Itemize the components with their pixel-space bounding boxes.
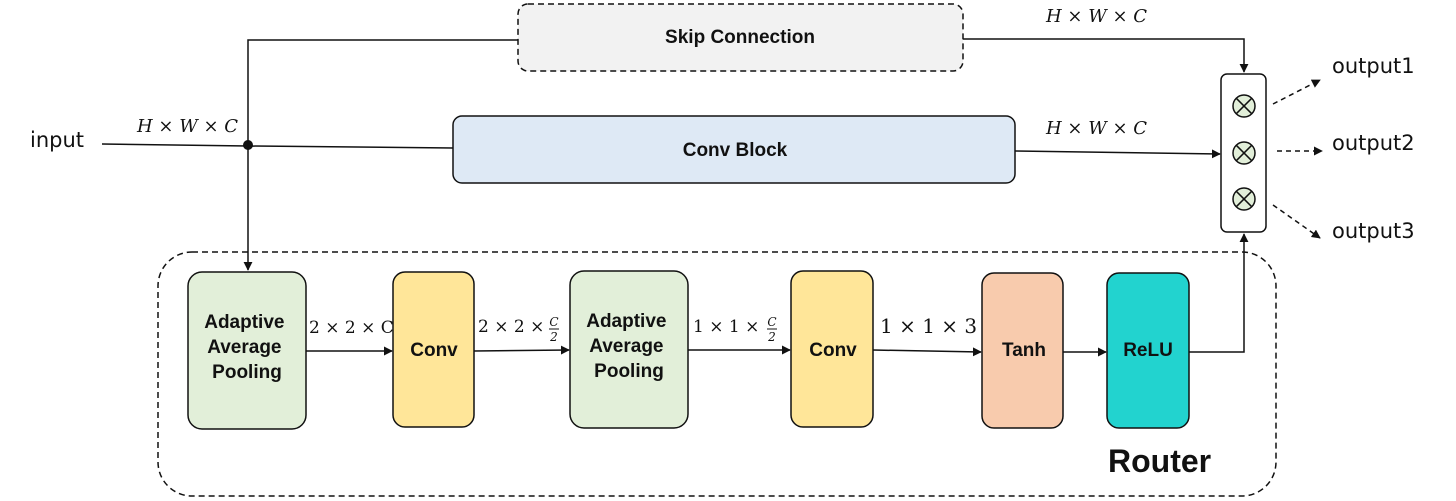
router-dim-3: 1 × 1 × C 2 [693,315,777,344]
svg-text:2 × 2 ×: 2 × 2 × [478,317,544,337]
conv1-to-pool2-arrow [473,345,570,355]
tanh-label: Tanh [1002,340,1046,361]
conv-1-box [392,271,475,428]
skip-output-arrow [963,38,1249,73]
relu-box [1106,272,1190,429]
skip-input-line [247,39,518,145]
router-dim-1: 2 × 2 × C [309,318,394,338]
input-dim: H × W × C [136,116,238,137]
relu-to-multiplier-arrow [1189,233,1249,353]
skip-connection-box [517,3,964,72]
router-dim-2: 2 × 2 × C 2 [478,315,559,344]
router-label: Router [1108,443,1211,479]
junction-to-conv-line [247,145,454,149]
skip-connection-label: Skip Connection [665,27,815,48]
input-line [101,143,249,147]
relu-label: ReLU [1123,340,1173,361]
conv-2-box [790,270,874,428]
multiply-icon-3 [1232,187,1256,211]
router-dim-4: 1 × 1 × 3 [880,314,977,338]
svg-text:1 × 1 ×: 1 × 1 × [693,317,759,337]
conv-output-arrow [1014,149,1221,159]
conv-2-label: Conv [809,340,857,361]
router-container [157,251,1277,497]
conv-output-dim: H × W × C [1045,118,1147,139]
adaptive-pool-1-label: Adaptive Average Pooling [204,312,290,383]
svg-text:C: C [549,315,558,329]
skip-output-dim: H × W × C [1045,6,1147,27]
conv-1-label: Conv [410,340,458,361]
svg-text:2: 2 [549,330,558,344]
output3-label: output3 [1332,219,1415,243]
svg-text:2: 2 [767,330,776,344]
conv-block-label: Conv Block [683,140,788,161]
svg-text:C: C [767,315,776,329]
adaptive-pool-2-label: Adaptive Average Pooling [586,311,672,382]
conv2-to-tanh-arrow [872,347,982,357]
multiply-icon-2 [1232,141,1256,165]
multiply-icon-1 [1232,94,1256,118]
output3-arrow [1272,204,1321,239]
output1-label: output1 [1332,54,1415,78]
conv-block-box [452,115,1016,184]
output2-label: output2 [1332,131,1415,155]
tanh-box [981,272,1064,429]
output1-arrow [1272,79,1321,105]
input-label: input [30,128,84,152]
